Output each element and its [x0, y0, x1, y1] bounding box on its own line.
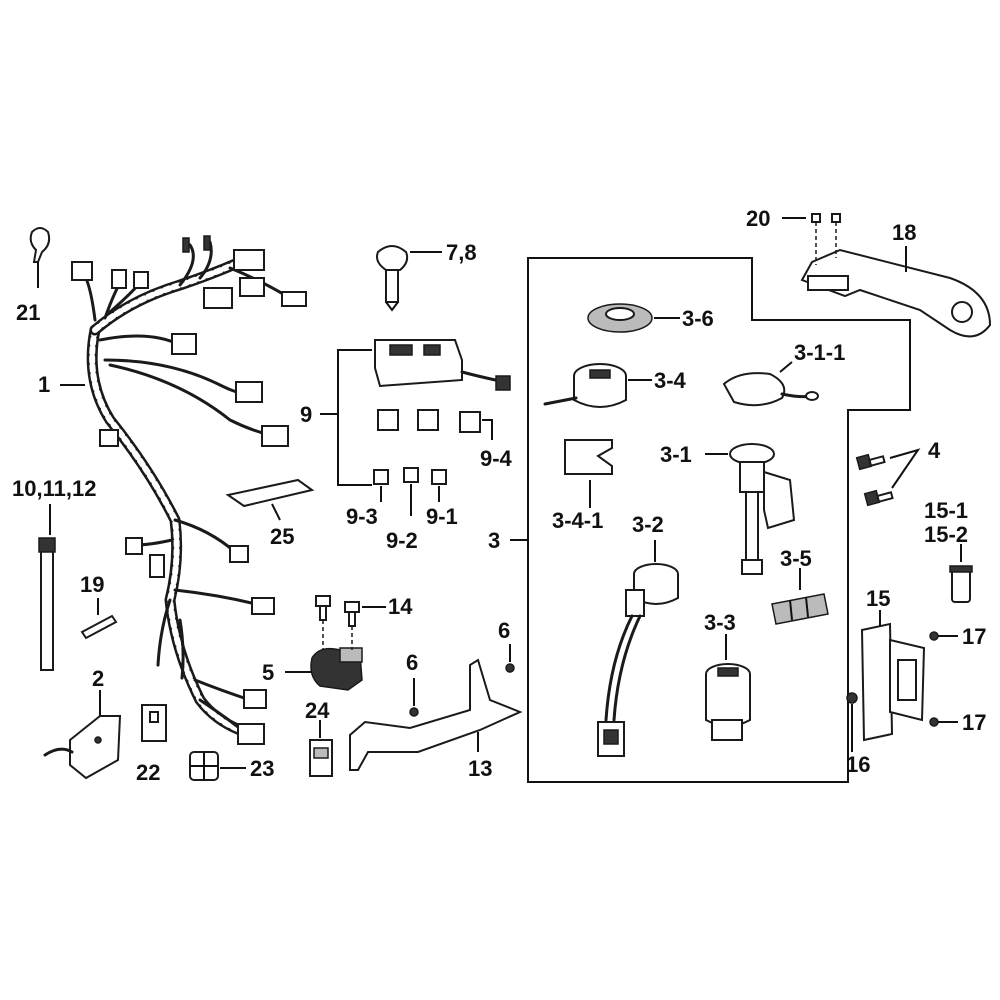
connector-part-24: [309, 720, 333, 777]
label-part-13: 13: [468, 756, 492, 781]
label-part-1: 1: [38, 372, 50, 397]
bracket-part-18: [800, 246, 992, 338]
cover-part-3-6: [587, 303, 680, 333]
label-part-18: 18: [892, 220, 916, 245]
cable-tie-part-10-11-12: [38, 504, 56, 671]
label-part-20: 20: [746, 206, 770, 231]
label-part-16: 16: [846, 752, 870, 777]
bracket-part-13: [349, 644, 523, 771]
connector-part-23: [189, 751, 246, 781]
label-part-23: 23: [250, 756, 274, 781]
grip-part-3-5: [771, 568, 829, 625]
label-part-15: 15: [866, 586, 890, 611]
label-part-9-4: 9-4: [480, 446, 513, 471]
label-part-6-left: 6: [406, 650, 418, 675]
screws-part-17: [929, 631, 958, 727]
clip-part-15-1-15-2: [949, 544, 973, 603]
label-part-9: 9: [300, 402, 312, 427]
label-part-3-2: 3-2: [632, 512, 664, 537]
plate-part-3-4-1: [564, 439, 613, 508]
lock-part-3-4: [543, 363, 652, 408]
cap-part-3-1-1: [722, 361, 819, 407]
label-part-19: 19: [80, 572, 104, 597]
label-part-9-3: 9-3: [346, 504, 378, 529]
clip-part-21: [29, 227, 51, 288]
label-part-10-11-12: 10,11,12: [12, 476, 96, 501]
label-part-3-4: 3-4: [654, 368, 687, 393]
screw-part-16: [846, 692, 858, 752]
screws-part-14: [315, 595, 386, 650]
label-part-14: 14: [388, 594, 413, 619]
label-part-9-1: 9-1: [426, 504, 458, 529]
bolts-part-20: [782, 213, 841, 265]
ignition-switch-part-3-1: [705, 443, 796, 575]
label-part-3-6: 3-6: [682, 306, 714, 331]
wire-harness-part-1: [60, 235, 307, 745]
label-part-17-bottom: 17: [962, 710, 986, 735]
seat-lock-part-3-3: [705, 634, 751, 741]
label-part-2: 2: [92, 666, 104, 691]
relays-part-9-4: [377, 409, 493, 440]
label-part-22: 22: [136, 760, 160, 785]
label-part-3-4-1: 3-4-1: [552, 508, 603, 533]
label-part-21: 21: [16, 300, 40, 325]
cable-lock-part-3-2: [597, 540, 679, 757]
label-part-6-right: 6: [498, 618, 510, 643]
pin-part-19: [80, 598, 118, 640]
label-part-3-1: 3-1: [660, 442, 692, 467]
label-part-17-top: 17: [962, 624, 986, 649]
bolts-part-4: [855, 448, 921, 507]
connector-part-22: [141, 704, 167, 742]
label-part-3-5: 3-5: [780, 546, 812, 571]
label-part-4: 4: [928, 438, 941, 463]
label-part-25: 25: [270, 524, 294, 549]
label-part-7-8: 7,8: [446, 240, 477, 265]
fuses-part-9: [373, 467, 447, 516]
fuse-box-part-9: [320, 339, 511, 486]
holder-part-15: [860, 610, 926, 742]
sensor-part-5: [285, 647, 363, 691]
label-part-3-3: 3-3: [704, 610, 736, 635]
bracket-part-2: [43, 690, 122, 780]
label-part-15-2: 15-2: [924, 522, 968, 547]
label-part-3: 3: [488, 528, 500, 553]
label-part-24: 24: [305, 698, 330, 723]
label-part-5: 5: [262, 660, 274, 685]
pad-part-25: [225, 478, 315, 521]
label-part-3-1-1: 3-1-1: [794, 340, 845, 365]
key-part-7-8: [376, 245, 442, 312]
label-part-9-2: 9-2: [386, 528, 418, 553]
label-part-15-1: 15-1: [924, 498, 968, 523]
lock-set-frame: [527, 257, 911, 783]
